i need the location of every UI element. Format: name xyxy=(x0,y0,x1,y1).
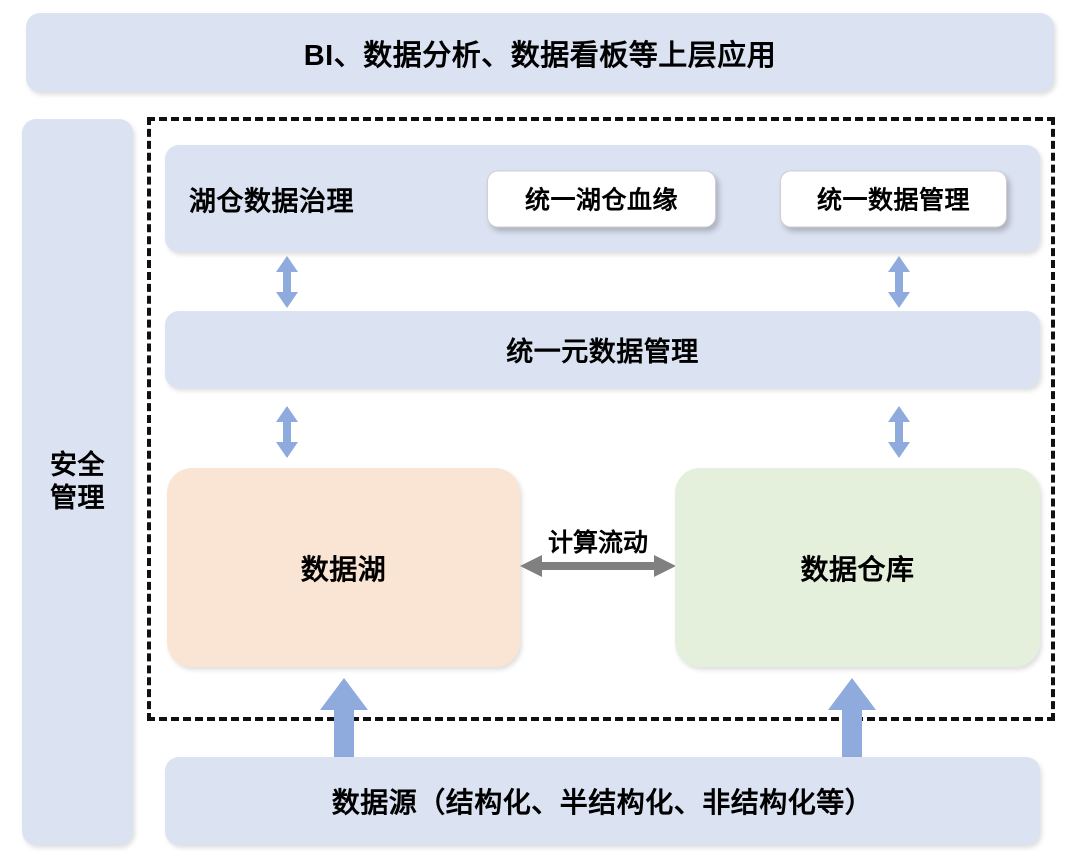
double-arrow-governance-metadata-right xyxy=(888,256,910,308)
up-arrow-source-to-data-warehouse xyxy=(828,678,876,764)
governance-card-unified-data-management[interactable]: 统一数据管理 xyxy=(780,170,1007,227)
data-source-band: 数据源（结构化、半结构化、非结构化等） xyxy=(165,757,1040,845)
data-lake-label: 数据湖 xyxy=(300,553,387,585)
data-warehouse-label: 数据仓库 xyxy=(800,553,915,585)
up-arrow-source-to-data-lake xyxy=(320,678,368,764)
unified-metadata-management-label: 统一元数据管理 xyxy=(506,337,699,367)
double-arrow-compute-flow xyxy=(520,555,676,577)
double-arrow-metadata-data-lake xyxy=(276,406,298,458)
data-lake-box: 数据湖 xyxy=(167,468,520,667)
upper-application-banner: BI、数据分析、数据看板等上层应用 xyxy=(26,13,1054,92)
security-management-label-line2: 管理 xyxy=(50,483,105,513)
governance-card-unified-lineage-label: 统一湖仓血缘 xyxy=(524,186,678,215)
lakehouse-governance-title: 湖仓数据治理 xyxy=(189,186,354,216)
double-arrow-governance-metadata-left xyxy=(276,256,298,308)
lakehouse-dashed-boundary xyxy=(147,117,1055,721)
security-management-label-line1: 安全 xyxy=(50,450,105,481)
upper-application-label: BI、数据分析、数据看板等上层应用 xyxy=(303,39,777,72)
lakehouse-governance-band: 湖仓数据治理 统一湖仓血缘 统一数据管理 xyxy=(165,145,1040,252)
unified-metadata-management-band: 统一元数据管理 xyxy=(165,311,1040,388)
governance-card-unified-lineage[interactable]: 统一湖仓血缘 xyxy=(487,170,716,227)
double-arrow-metadata-data-warehouse xyxy=(888,406,910,458)
governance-card-unified-data-management-label: 统一数据管理 xyxy=(816,186,970,215)
data-warehouse-box: 数据仓库 xyxy=(675,468,1040,667)
compute-flow-label: 计算流动 xyxy=(547,529,648,557)
security-management-panel: 安全 管理 xyxy=(22,119,133,845)
data-source-label: 数据源（结构化、半结构化、非结构化等） xyxy=(331,787,874,818)
